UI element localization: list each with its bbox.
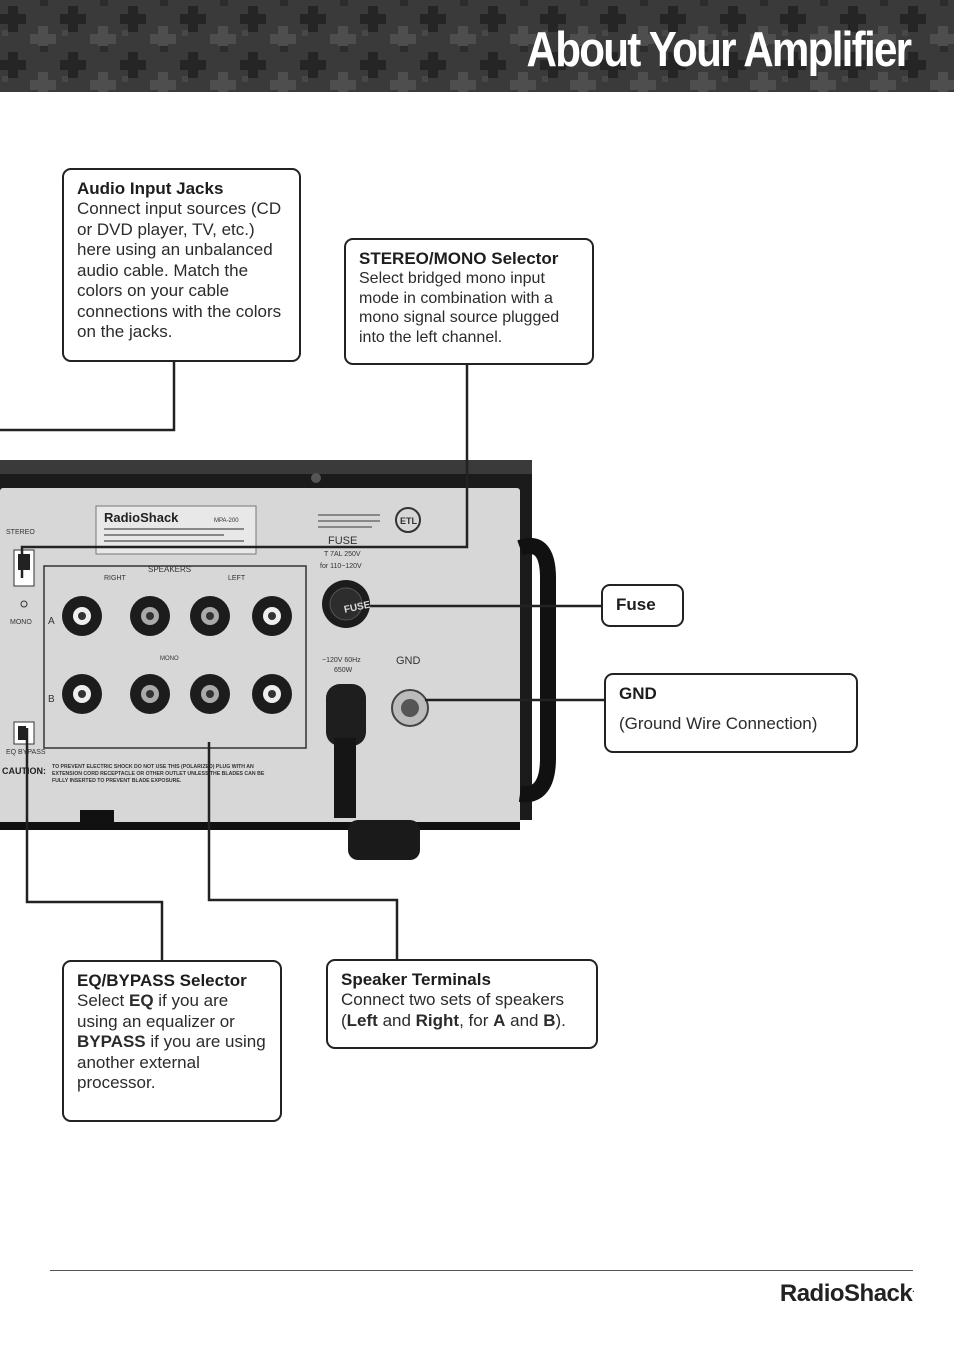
callout-speaker-terminals: Speaker Terminals Connect two sets of sp… xyxy=(326,959,598,1049)
row-a-label: A xyxy=(48,616,55,627)
speakers-label: SPEAKERS xyxy=(148,565,191,574)
caution-text: TO PREVENT ELECTRIC SHOCK DO NOT USE THI… xyxy=(52,764,265,784)
fuse-cap-label: FUSE xyxy=(343,599,372,615)
callout-text: Select EQ if you are using an equalizer … xyxy=(77,991,266,1092)
callout-title: GND xyxy=(619,684,657,703)
callout-text: Connect input sources (CD or DVD player,… xyxy=(77,199,282,341)
eq-bypass-label: EQ BYPASS xyxy=(6,749,46,756)
callout-title: Audio Input Jacks xyxy=(77,179,224,198)
callout-gnd: GND (Ground Wire Connection) xyxy=(604,673,858,753)
footer-logo: RadioShack. xyxy=(779,1280,915,1307)
callout-title: EQ/BYPASS Selector xyxy=(77,971,247,990)
callout-stereo-mono-selector: STEREO/MONO Selector Select bridged mono… xyxy=(344,238,594,365)
page-title: About Your Amplifier xyxy=(526,23,912,77)
power-rating: ~120V 60Hz xyxy=(322,657,361,664)
header-pattern xyxy=(0,0,954,92)
caution-label: CAUTION: xyxy=(2,766,46,776)
wattage: 650W xyxy=(334,667,353,674)
binding-posts-row-b xyxy=(62,674,292,714)
fuse-voltage: for 110~120V xyxy=(320,563,362,570)
callout-text: (Ground Wire Connection) xyxy=(619,714,818,733)
leader-audio-input xyxy=(0,362,176,432)
gnd-label: GND xyxy=(396,655,421,667)
callout-text: Select bridged mono input mode in combin… xyxy=(359,270,560,346)
right-label: RIGHT xyxy=(104,575,127,582)
fuse-spec: T 7AL 250V xyxy=(324,551,361,558)
mono-bridge-label: MONO xyxy=(160,656,179,662)
callout-eq-bypass-selector: EQ/BYPASS Selector Select EQ if you are … xyxy=(62,960,282,1122)
callout-audio-input-jacks: Audio Input Jacks Connect input sources … xyxy=(62,168,301,362)
footer-rule xyxy=(50,1270,913,1271)
callout-title: Fuse xyxy=(616,595,656,614)
header-banner: About Your Amplifier xyxy=(0,0,954,92)
callout-title: STEREO/MONO Selector xyxy=(359,249,559,268)
mono-label: MONO xyxy=(10,619,32,626)
callout-title: Speaker Terminals xyxy=(341,970,491,989)
amplifier-rear-panel: RadioShack MPA-200 ETL FUSE T 7AL 250V f… xyxy=(0,460,556,860)
etl-mark: ETL xyxy=(400,516,418,526)
binding-posts-row-a xyxy=(62,596,292,636)
panel-brand: RadioShack xyxy=(104,510,179,525)
panel-model: MPA-200 xyxy=(214,518,239,524)
stereo-label: STEREO xyxy=(6,529,35,536)
fuse-heading: FUSE xyxy=(328,535,357,547)
left-label: LEFT xyxy=(228,575,246,582)
callout-fuse: Fuse xyxy=(601,584,684,627)
callout-text: Connect two sets of speakers (Left and R… xyxy=(341,990,566,1030)
row-b-label: B xyxy=(48,694,55,705)
